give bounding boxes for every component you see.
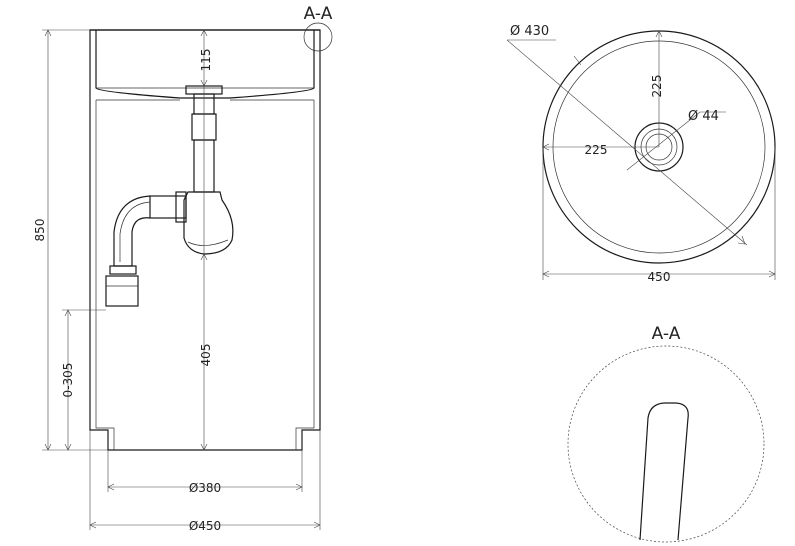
siphon — [105, 85, 234, 307]
dim-base-diameter: Ø380 — [189, 481, 221, 495]
dim-siphon-height: 405 — [199, 344, 213, 367]
dim-drain-offset: 115 — [199, 49, 213, 72]
inner-cavity — [95, 100, 315, 450]
side-view: 850 0-305 115 405 Ø380 Ø450 A-A — [33, 4, 333, 533]
dim-drain-diameter: Ø 44 — [688, 109, 719, 124]
dim-waste-outlet-height: 0-305 — [61, 363, 75, 398]
basin-profile — [95, 30, 315, 99]
detail-circle — [567, 345, 765, 543]
section-detail: A-A — [567, 324, 765, 543]
section-title: A-A — [652, 324, 681, 344]
rim-section-profile — [639, 402, 689, 541]
dim-overall-width: 450 — [648, 270, 671, 284]
top-view: 225 225 Ø 430 Ø 44 450 — [506, 24, 776, 284]
dim-center-vertical: 225 — [650, 75, 664, 98]
section-marker-label: A-A — [304, 4, 333, 24]
section-marker-circle — [303, 22, 333, 52]
dim-bowl-diameter: Ø 430 — [510, 24, 549, 39]
dim-overall-height: 850 — [33, 219, 47, 242]
dim-total-diameter: Ø450 — [189, 519, 221, 533]
dim-center-horizontal: 225 — [585, 143, 608, 157]
